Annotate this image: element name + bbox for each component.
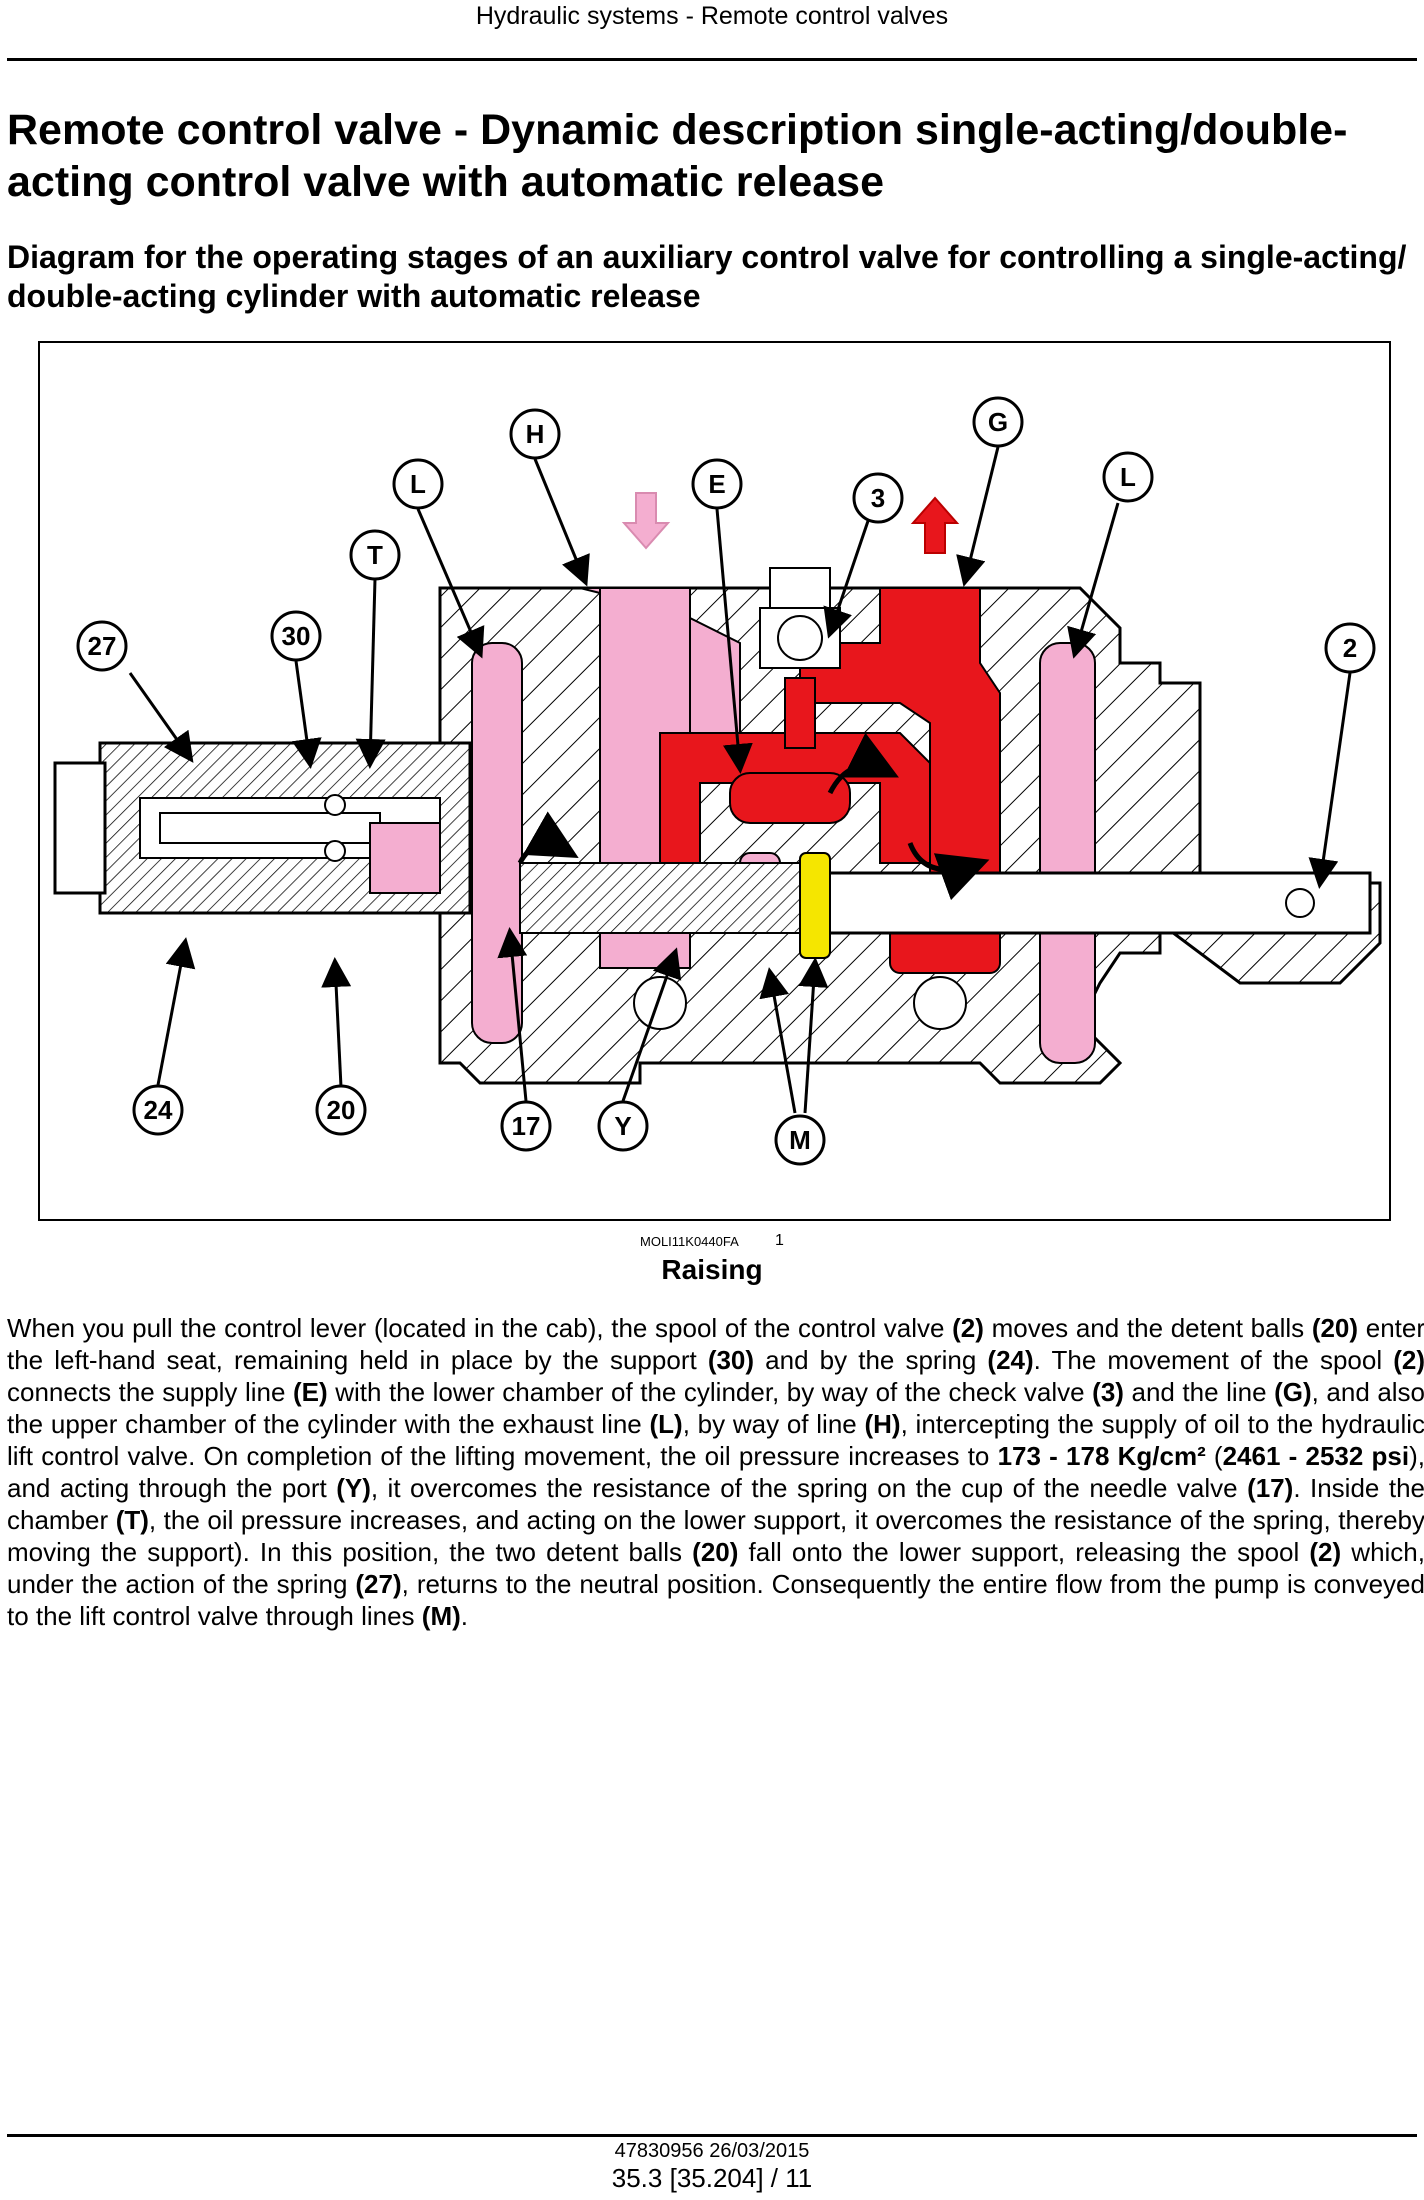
svg-text:20: 20 (327, 1095, 356, 1125)
svg-text:G: G (988, 407, 1008, 437)
spool (519, 852, 1372, 1030)
figure-caption: Raising (661, 1254, 763, 1285)
svg-text:30: 30 (282, 621, 311, 651)
callout-l-left: L (392, 458, 444, 510)
svg-text:27: 27 (88, 631, 117, 661)
callout-g: G (972, 396, 1024, 448)
callout-e: E (691, 458, 743, 510)
check-valve (759, 567, 841, 749)
callout-m: M (774, 1114, 826, 1166)
leader-lines (128, 446, 1352, 1114)
flow-arrows (517, 492, 990, 901)
callout-h: H (509, 408, 561, 460)
svg-text:E: E (708, 469, 725, 499)
footer-document-id: 47830956 26/03/2015 (614, 2140, 810, 2162)
svg-text:Y: Y (614, 1111, 631, 1141)
callout-20: 20 (315, 1084, 367, 1136)
callout-t: T (349, 529, 401, 581)
svg-text:M: M (789, 1125, 811, 1155)
description-paragraph: When you pull the control lever (located… (7, 1313, 1424, 1631)
callout-y: Y (597, 1100, 649, 1152)
figure-subtitle: Diagram for the operating stages of an a… (7, 239, 1407, 314)
svg-text:L: L (410, 469, 426, 499)
svg-text:24: 24 (144, 1095, 173, 1125)
callout-30: 30 (270, 610, 322, 662)
callout-3: 3 (852, 472, 904, 524)
svg-text:3: 3 (871, 483, 885, 513)
svg-text:2: 2 (1343, 633, 1357, 663)
callout-27: 27 (76, 620, 128, 672)
valve-diagram: H G L E 3 L T 27 30 2 24 20 17 Y M (38, 341, 1391, 1221)
svg-text:T: T (367, 540, 383, 570)
callout-24: 24 (132, 1084, 184, 1136)
svg-text:H: H (526, 419, 545, 449)
running-header: Hydraulic systems - Remote control valve… (475, 2, 949, 30)
footer-rule (7, 2134, 1417, 2137)
callout-17: 17 (500, 1100, 552, 1152)
svg-text:L: L (1120, 462, 1136, 492)
figure-number: 1 (775, 1232, 784, 1249)
callout-2: 2 (1324, 622, 1376, 674)
header-rule (7, 58, 1417, 61)
page-title: Remote control valve - Dynamic descripti… (7, 106, 1348, 206)
svg-text:17: 17 (512, 1111, 541, 1141)
figure-reference: MOLI11K0440FA (640, 1234, 739, 1249)
footer-page-reference: 35.3 [35.204] / 11 (611, 2163, 813, 2193)
callout-l-right: L (1102, 451, 1154, 503)
